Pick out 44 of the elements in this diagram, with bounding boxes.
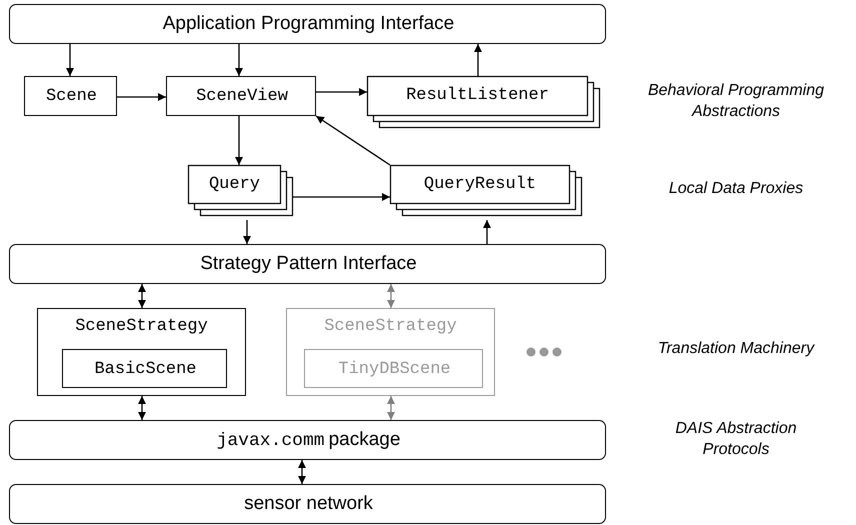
arrow xyxy=(316,88,367,96)
strategy-box xyxy=(37,308,246,396)
class-name: SceneStrategy xyxy=(75,317,208,336)
layer-band xyxy=(9,484,606,524)
arrow xyxy=(474,44,482,76)
tier-label: Translation Machinery xyxy=(656,339,816,359)
class-box xyxy=(304,349,483,388)
layer-band xyxy=(9,4,606,44)
tier-label: Behavioral Programming Abstractions xyxy=(646,81,826,122)
tier-label: DAIS Abstraction Protocols xyxy=(674,419,798,460)
arrow xyxy=(66,44,74,76)
class-name: ResultListener xyxy=(406,86,549,105)
class-name: TinyDBScene xyxy=(338,360,451,379)
layer-label: Strategy Pattern Interface xyxy=(200,253,417,274)
class-box xyxy=(62,349,227,388)
arrow xyxy=(117,93,166,101)
class-box xyxy=(166,76,316,116)
layer-label: sensor network xyxy=(244,493,373,514)
arrow xyxy=(138,284,146,308)
arrow xyxy=(483,220,491,244)
arrow xyxy=(243,220,251,244)
class-box xyxy=(24,76,117,116)
arrow xyxy=(387,396,395,420)
arrow xyxy=(138,396,146,420)
class-name: javax.comm xyxy=(216,431,325,451)
class-name: QueryResult xyxy=(424,175,536,194)
arrow xyxy=(298,460,306,484)
strategy-box xyxy=(286,308,495,396)
layer-band xyxy=(9,420,606,460)
layer-band xyxy=(9,244,606,284)
tier-label: Local Data Proxies xyxy=(668,179,804,199)
layer-label: Application Programming Interface xyxy=(162,13,454,34)
class-name: BasicScene xyxy=(94,360,197,379)
layer-label: package xyxy=(328,429,400,450)
stacked-class-box xyxy=(367,76,600,126)
arrow xyxy=(293,193,390,201)
class-name: SceneStrategy xyxy=(324,317,457,336)
arrow xyxy=(235,116,243,165)
class-name: Scene xyxy=(46,87,97,106)
class-name: SceneView xyxy=(196,87,288,106)
arrow xyxy=(316,115,390,166)
class-name: Query xyxy=(208,175,260,194)
arrow xyxy=(387,284,395,308)
arrow xyxy=(235,44,243,76)
